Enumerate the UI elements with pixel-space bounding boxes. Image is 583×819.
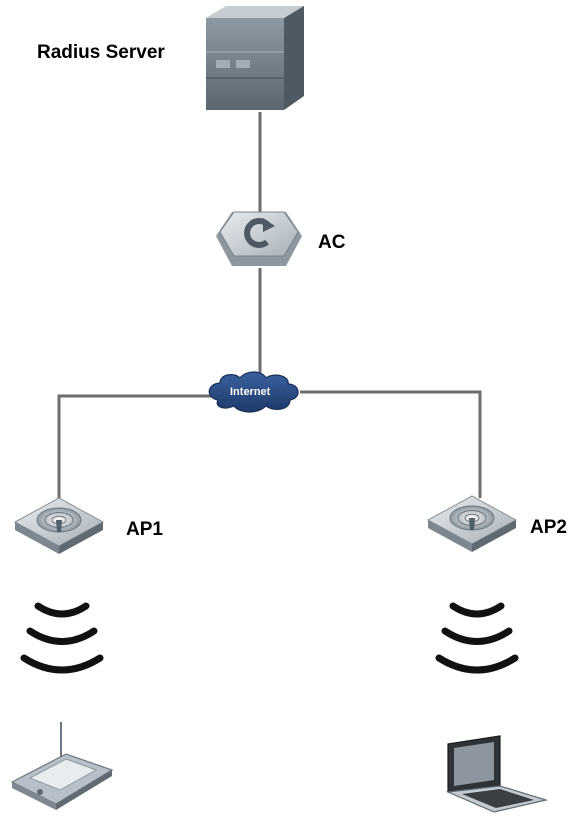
- access-point-icon: [13, 497, 105, 554]
- wireless-signal-icon: [20, 602, 104, 674]
- radius-server-label: Radius Server: [37, 42, 165, 63]
- link-internet-ap2: [300, 390, 482, 498]
- laptop-icon: [445, 735, 549, 813]
- internet-label: Internet: [230, 386, 271, 398]
- access-controller-icon: [216, 211, 302, 266]
- link-internet-ap1: [57, 394, 218, 500]
- ap1-label: AP1: [126, 519, 163, 540]
- wireless-signal-icon: [435, 602, 519, 674]
- pda-icon: [10, 722, 114, 810]
- links: [57, 112, 482, 500]
- ap2-label: AP2: [530, 517, 567, 538]
- cloud-icon: [208, 371, 299, 413]
- access-point-icon: [426, 495, 518, 552]
- server-icon: [206, 6, 304, 110]
- ac-label: AC: [318, 232, 346, 253]
